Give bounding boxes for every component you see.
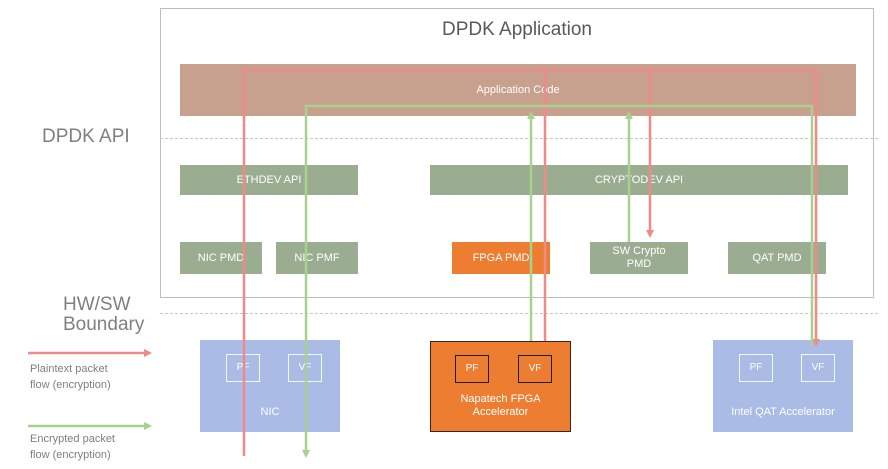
fpga-pmd-box: FPGA PMD: [452, 242, 550, 274]
qat-label: Intel QAT Accelerator: [731, 405, 835, 418]
fpga-label-line1: Napatech FPGA: [460, 392, 541, 405]
intel-qat-card: PF VF Intel QAT Accelerator: [713, 340, 853, 432]
qat-pmd-box: QAT PMD: [728, 242, 826, 274]
nic-pmd-box: NIC PMD: [180, 242, 262, 274]
hwsw-label-line1: HW/SW: [63, 294, 131, 315]
encrypted-flow-main: [302, 104, 814, 458]
encrypted-legend-line2: flow (encryption): [30, 448, 111, 461]
fpga-pf-chip: PF: [455, 355, 489, 383]
napatech-fpga-card: PF VF Napatech FPGA Accelerator: [430, 341, 571, 432]
sw-crypto-line1: SW Crypto: [612, 245, 666, 258]
fpga-vf-chip: VF: [518, 355, 552, 383]
hwsw-boundary-divider: [160, 313, 878, 314]
hwsw-boundary-label: HW/SW Boundary: [63, 295, 144, 335]
application-code-bar: Application Code: [180, 64, 856, 116]
plaintext-legend-line2: flow (encryption): [30, 378, 111, 391]
fpga-label-line2: Accelerator: [472, 405, 529, 418]
qat-vf-chip: VF: [801, 354, 835, 382]
plaintext-flow-main: [242, 68, 820, 456]
fpga-label: Napatech FPGA Accelerator: [431, 393, 570, 419]
application-title: DPDK Application: [442, 19, 592, 40]
ethdev-api-bar: ETHDEV API: [180, 165, 358, 195]
hwsw-label-line2: Boundary: [63, 313, 145, 335]
encrypted-legend-line1: Encrypted packet: [30, 433, 115, 445]
nic-card: PF VF NIC: [200, 340, 340, 432]
plaintext-legend-text: Plaintext packet flow (encryption): [30, 362, 111, 394]
plaintext-legend-line1: Plaintext packet: [30, 363, 108, 375]
encrypted-legend-text: Encrypted packet flow (encryption): [30, 432, 115, 464]
nic-label: NIC: [260, 405, 280, 418]
dpdk-api-divider: [160, 138, 878, 139]
dpdk-api-label: DPDK API: [42, 126, 130, 147]
sw-crypto-line2: PMD: [626, 258, 652, 270]
qat-pf-chip: PF: [739, 354, 773, 382]
nic-pmf-box: NIC PMF: [276, 242, 358, 274]
sw-crypto-pmd-box: SW Crypto PMD: [590, 242, 688, 274]
cryptodev-api-bar: CRYPTODEV API: [430, 165, 848, 195]
